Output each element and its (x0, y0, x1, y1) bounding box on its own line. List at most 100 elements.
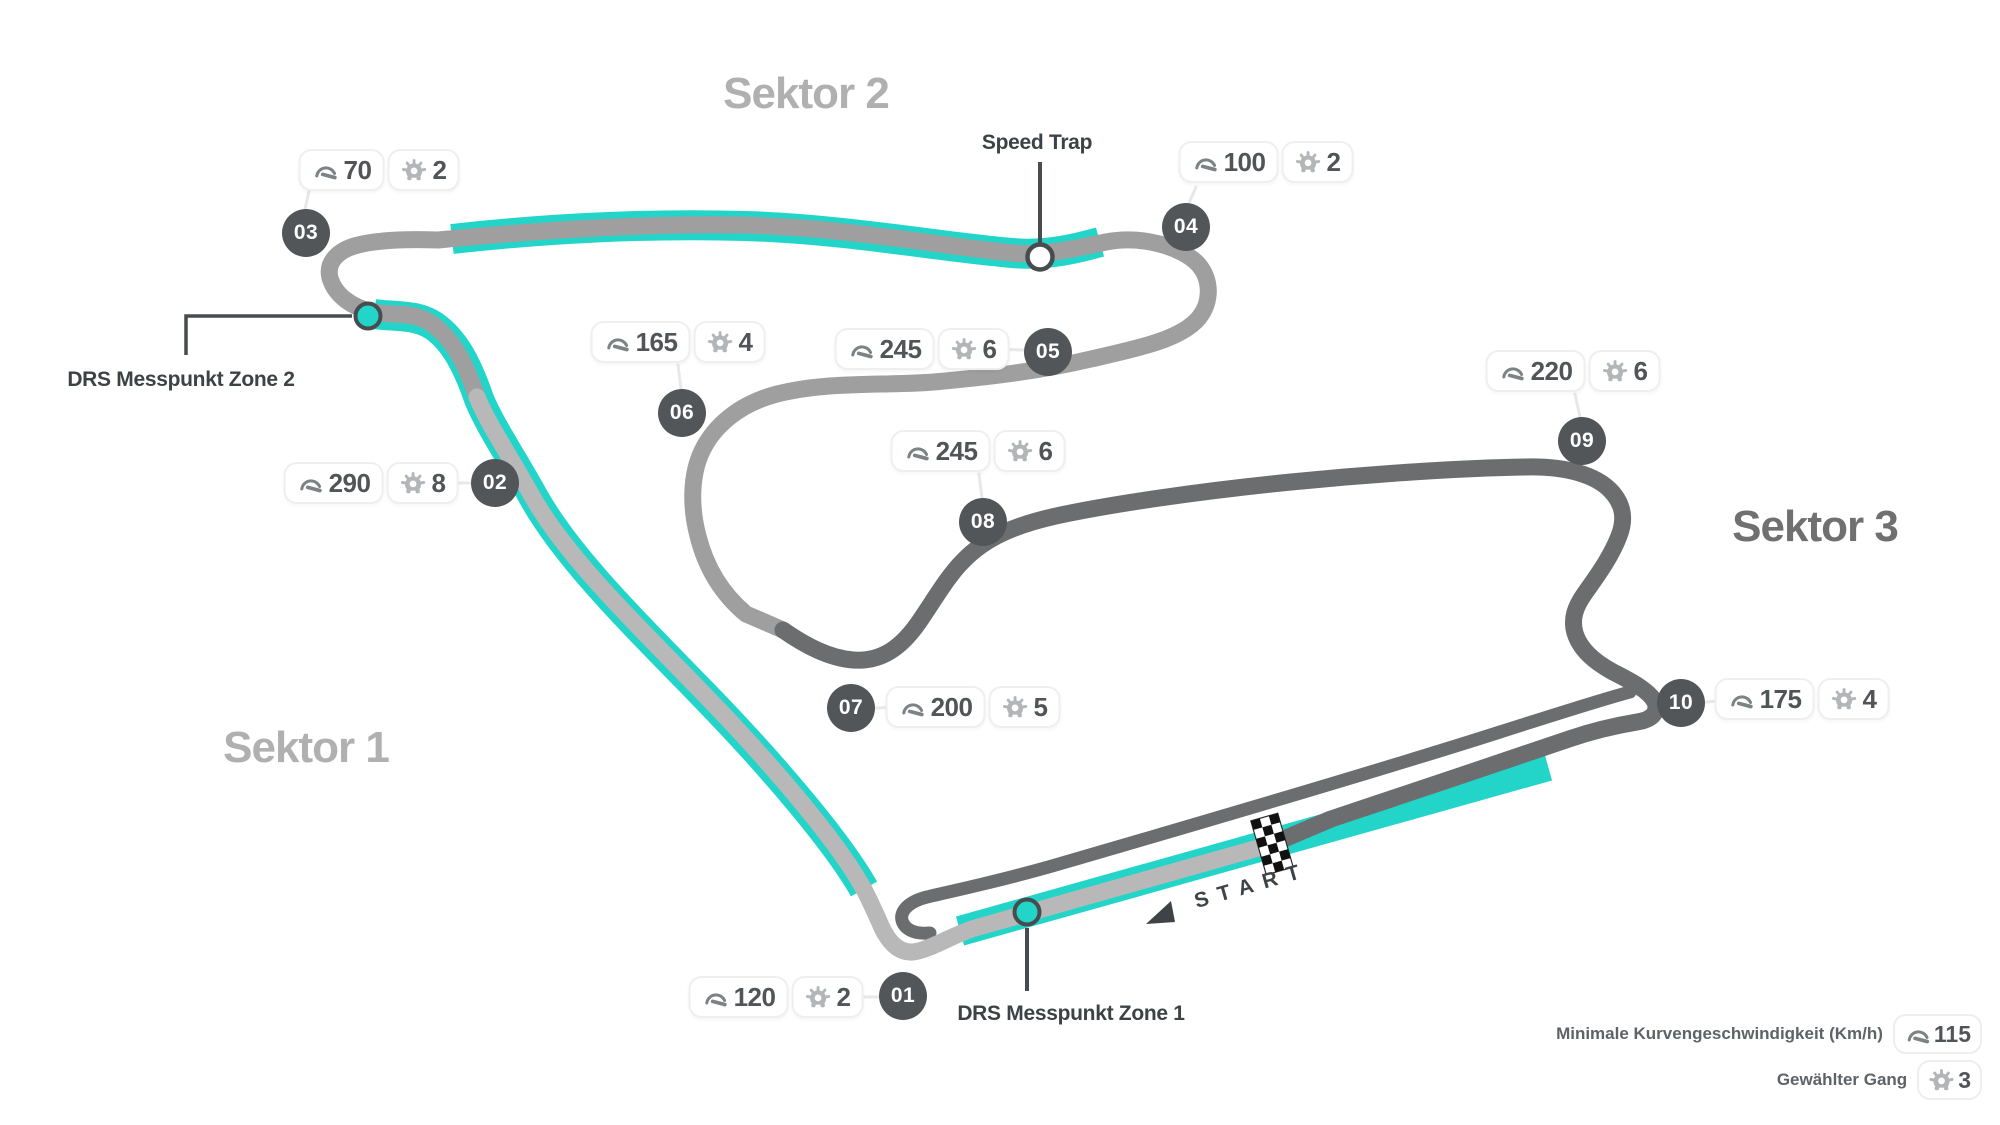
gear-icon (400, 157, 427, 184)
corner-08-gear-value: 6 (1038, 435, 1053, 466)
corner-08-badge: 245 6 (890, 430, 1066, 472)
corner-05-badge: 245 6 (834, 328, 1010, 370)
corner-10-gear-cell: 4 (1817, 678, 1890, 720)
corner-07-speed-value: 200 (930, 691, 973, 722)
corner-06-speed-value: 165 (635, 326, 678, 357)
corner-08-speed-cell: 245 (890, 430, 991, 472)
corner-05-gear-cell: 6 (937, 328, 1010, 370)
corner-10-speed-cell: 175 (1714, 678, 1815, 720)
corner-marker-04: 04 (1162, 203, 1210, 251)
speed-trap-label: Speed Trap (981, 131, 1093, 154)
corner-07-gear-value: 5 (1033, 691, 1048, 722)
start-finish-line (1250, 812, 1294, 876)
corner-04-gear-cell: 2 (1281, 141, 1354, 183)
corner-01-gear-value: 2 (836, 981, 851, 1012)
drs-detection2-label: DRS Messpunkt Zone 2 (67, 368, 295, 391)
corner-04-speed-cell: 100 (1178, 141, 1279, 183)
gear-icon (1294, 149, 1321, 176)
corner-marker-05: 05 (1024, 328, 1072, 376)
speed-trap-marker (1025, 242, 1055, 272)
corner-01-speed-value: 120 (733, 981, 776, 1012)
track-sector1 (468, 388, 1281, 961)
speedometer-icon (604, 329, 631, 356)
corner-03-gear-cell: 2 (387, 149, 460, 191)
legend-gear-value: 3 (1958, 1066, 1971, 1093)
sector3-title: Sektor 3 (1732, 502, 1899, 551)
corner-marker-10: 10 (1657, 679, 1705, 727)
corner-marker-08: 08 (959, 498, 1007, 546)
corner-09-gear-cell: 6 (1588, 350, 1661, 392)
corner-03-badge: 70 2 (298, 149, 460, 191)
gear-icon (804, 984, 831, 1011)
drs-detection2-marker (353, 301, 383, 331)
speedometer-icon (904, 438, 931, 465)
legend-gear-row: Gewählter Gang 3 (1777, 1060, 1982, 1100)
legend-min-speed-value: 115 (1933, 1020, 1971, 1047)
direction-arrow-icon (1146, 901, 1175, 924)
legend-gear-label: Gewählter Gang (1776, 1070, 1908, 1089)
gear-icon (1601, 358, 1628, 385)
sector2-title: Sektor 2 (723, 69, 890, 118)
legend: Minimale Kurvengeschwindigkeit (Km/h) 11… (1556, 1014, 1982, 1100)
drs-detection1-label: DRS Messpunkt Zone 1 (957, 1002, 1185, 1025)
corner-marker-01: 01 (879, 972, 927, 1020)
corner-04-speed-value: 100 (1223, 146, 1266, 177)
corner-07-gear-cell: 5 (988, 686, 1061, 728)
corner-02-speed-value: 290 (328, 467, 371, 498)
gear-icon (1006, 438, 1033, 465)
pit-lane (895, 685, 1637, 940)
corner-05-speed-value: 245 (879, 333, 922, 364)
speedometer-icon (1499, 358, 1526, 385)
corner-01-badge: 120 2 (688, 976, 864, 1018)
corner-02-gear-cell: 8 (386, 462, 459, 504)
legend-min-speed-row: Minimale Kurvengeschwindigkeit (Km/h) 11… (1556, 1014, 1982, 1054)
corner-10-speed-value: 175 (1759, 683, 1802, 714)
corner-06-gear-value: 4 (738, 326, 753, 357)
corner-08-speed-value: 245 (935, 435, 978, 466)
corner-08-gear-cell: 6 (993, 430, 1066, 472)
corner-03-speed-value: 70 (343, 154, 372, 185)
corner-marker-07: 07 (827, 684, 875, 732)
legend-min-speed-box: 115 (1892, 1014, 1982, 1054)
corner-marker-06: 06 (658, 389, 706, 437)
speedometer-icon (848, 336, 875, 363)
corner-06-speed-cell: 165 (590, 321, 691, 363)
corner-10-gear-value: 4 (1862, 683, 1877, 714)
speedometer-icon (899, 694, 926, 721)
corner-03-gear-value: 2 (432, 154, 447, 185)
corner-01-gear-cell: 2 (791, 976, 864, 1018)
corner-02-speed-cell: 290 (283, 462, 384, 504)
gear-icon (706, 329, 733, 356)
corner-07-badge: 200 5 (885, 686, 1061, 728)
sector1-title: Sektor 1 (223, 723, 390, 772)
drs-detection2-connector (184, 314, 352, 355)
corner-09-gear-value: 6 (1633, 355, 1648, 386)
drs-detection1-marker (1012, 897, 1042, 927)
corner-09-speed-cell: 220 (1485, 350, 1586, 392)
gear-icon (1928, 1067, 1955, 1094)
gear-icon (399, 470, 426, 497)
corner-07-speed-cell: 200 (885, 686, 986, 728)
track-sector3 (774, 458, 1665, 853)
corner-10-badge: 175 4 (1714, 678, 1890, 720)
corner-marker-02: 02 (471, 459, 519, 507)
corner-06-gear-cell: 4 (693, 321, 766, 363)
corner-01-speed-cell: 120 (688, 976, 789, 1018)
speedometer-icon (312, 157, 339, 184)
legend-min-speed-label: Minimale Kurvengeschwindigkeit (Km/h) (1556, 1024, 1883, 1043)
speedometer-icon (702, 984, 729, 1011)
corner-05-speed-cell: 245 (834, 328, 935, 370)
corner-09-speed-value: 220 (1530, 355, 1573, 386)
speedometer-icon (297, 470, 324, 497)
corner-05-gear-value: 6 (982, 333, 997, 364)
speedometer-icon (1904, 1021, 1931, 1048)
corner-marker-03: 03 (282, 209, 330, 257)
corner-04-gear-value: 2 (1326, 146, 1341, 177)
corner-09-badge: 220 6 (1485, 350, 1661, 392)
speedometer-icon (1192, 149, 1219, 176)
track-sector2 (320, 216, 1217, 639)
corner-04-badge: 100 2 (1178, 141, 1354, 183)
gear-icon (1830, 686, 1857, 713)
